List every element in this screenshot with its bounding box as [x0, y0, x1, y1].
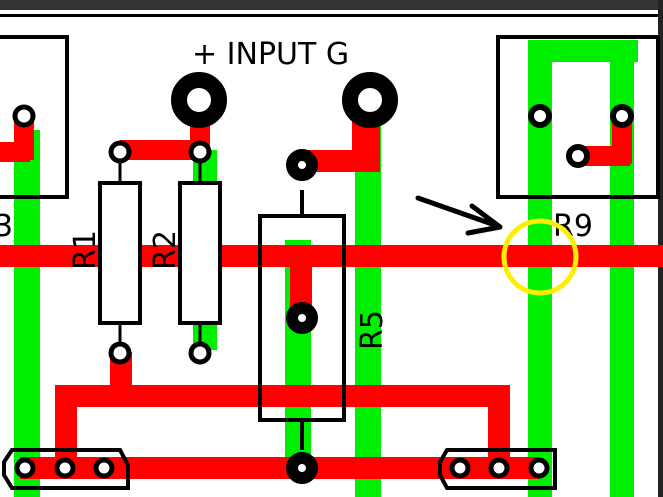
r5-label: R5 — [355, 310, 390, 350]
red-trace-r1-r2-top — [120, 140, 205, 160]
r1-label: R1 — [68, 230, 103, 270]
red-trace-r5-top — [300, 150, 380, 172]
pads — [12, 72, 634, 484]
pad-left-module — [12, 104, 36, 128]
pad-r1-bottom — [108, 341, 132, 365]
input-title-label: + INPUT G — [192, 37, 349, 72]
left-module-label-fragment: 3 — [0, 209, 13, 244]
top-frame-bar — [0, 0, 663, 10]
green-trace-left — [14, 130, 40, 497]
annotation-arrow-head — [465, 203, 503, 236]
pad-r1-top — [108, 140, 132, 164]
annotation-arrow-shaft — [415, 195, 495, 227]
pad-r5-mid — [286, 302, 318, 334]
pad-conn-right-3 — [528, 457, 550, 479]
red-trace-r5-mid — [290, 245, 312, 320]
annotation — [415, 195, 579, 296]
r1-body — [98, 181, 142, 325]
pad-input-plus — [171, 72, 227, 128]
r2-body — [178, 181, 222, 325]
left-module-outline — [0, 35, 69, 199]
pad-r9-1 — [528, 104, 552, 128]
right-connector-outline — [438, 448, 557, 490]
red-horizontal-bus — [0, 245, 663, 267]
r9-outline — [496, 35, 660, 199]
pad-conn-right-2 — [488, 457, 510, 479]
pad-r9-wiper — [566, 144, 590, 168]
pad-input-g — [342, 72, 398, 128]
pad-conn-left-1 — [14, 457, 36, 479]
top-frame-line — [0, 14, 663, 17]
pad-r9-2 — [610, 104, 634, 128]
red-trace-bottom-bus — [20, 457, 540, 479]
annotation-highlight-circle — [501, 218, 579, 296]
pad-r2-bottom — [188, 341, 212, 365]
left-connector-outline — [2, 448, 130, 490]
pad-r2-top — [188, 140, 212, 164]
red-trace-lower-loop — [55, 385, 510, 407]
pad-r5-top — [286, 149, 318, 181]
pad-conn-left-2 — [54, 457, 76, 479]
r2-label: R2 — [148, 230, 183, 270]
pad-conn-right-1 — [449, 457, 471, 479]
component-outlines — [0, 35, 660, 490]
pad-r5-bottom — [286, 452, 318, 484]
pad-conn-left-3 — [93, 457, 115, 479]
